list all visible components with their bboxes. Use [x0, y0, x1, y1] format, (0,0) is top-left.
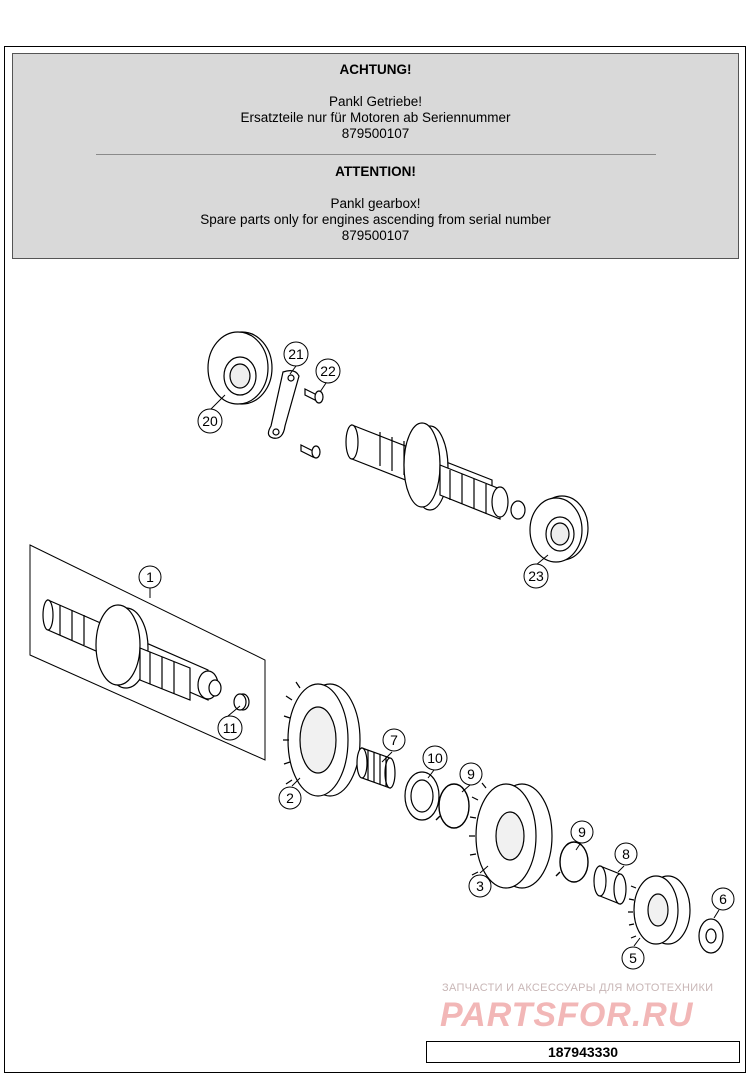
callout-9a: 9: [459, 762, 483, 786]
callout-21: 21: [283, 341, 309, 367]
notice-line-de-2: Ersatzteile nur für Motoren ab Seriennum…: [240, 110, 511, 125]
lock-plate-21-icon: [267, 370, 300, 439]
notice-title-en: ATTENTION!: [335, 164, 416, 179]
snap-ring-9a-icon: [435, 783, 470, 829]
watermark-brand-logo: PARTSFOR.RU: [440, 996, 694, 1034]
needle-cage-7-icon: [356, 747, 396, 789]
callout-22: 22: [315, 358, 341, 384]
stop-washer-10-icon: [404, 771, 440, 821]
callout-9b-label: 9: [578, 824, 586, 840]
callout-1-label: 1: [146, 569, 154, 585]
gear-5-icon: [628, 875, 691, 945]
main-shaft-1-icon: [42, 599, 222, 701]
callout-7: 7: [382, 728, 406, 752]
notice-line-en-1: Pankl gearbox!: [330, 196, 421, 211]
callout-6-label: 6: [719, 891, 727, 907]
callout-6: 6: [711, 887, 735, 911]
callout-2-label: 2: [286, 790, 294, 806]
callout-11-label: 11: [223, 720, 238, 736]
callout-10-label: 10: [427, 750, 443, 766]
washer-6-icon: [698, 918, 724, 954]
screw-22-icon: [300, 388, 324, 459]
callout-10: 10: [422, 745, 448, 771]
callout-7-label: 7: [390, 732, 398, 748]
callout-3-label: 3: [476, 878, 484, 894]
callout-5: 5: [621, 946, 645, 970]
drawing-frame: [4, 46, 746, 1073]
callout-1: 1: [138, 565, 162, 589]
warning-notice: ACHTUNG! Pankl Getriebe! Ersatzteile nur…: [12, 53, 739, 259]
callout-23: 23: [523, 563, 549, 589]
callout-20: 20: [197, 408, 223, 434]
callout-9a-label: 9: [467, 766, 475, 782]
notice-serial-de: 879500107: [341, 126, 410, 141]
notice-divider: [95, 154, 656, 155]
gear-2-icon: [283, 681, 361, 801]
callout-21-label: 21: [288, 346, 304, 362]
notice-serial-en: 879500107: [341, 228, 410, 243]
notice-line-en-2: Spare parts only for engines ascending f…: [200, 212, 551, 227]
snap-ring-9b-icon: [555, 841, 589, 883]
document-number: 187943330: [426, 1041, 740, 1063]
callout-9b: 9: [570, 820, 594, 844]
transmission-shaft-upper-icon: [345, 422, 526, 520]
bushing-8-icon: [593, 865, 627, 905]
callout-8: 8: [614, 842, 638, 866]
notice-line-de-1: Pankl Getriebe!: [328, 94, 423, 109]
callout-2: 2: [278, 786, 302, 810]
leader-lines: [149, 365, 720, 947]
callout-22-label: 22: [320, 363, 336, 379]
watermark-tagline: ЗАПЧАСТИ И АКСЕССУАРЫ ДЛЯ МОТОТЕХНИКИ: [442, 982, 714, 994]
notice-title-de: ACHTUNG!: [339, 62, 412, 77]
main-shaft-frame-icon: [29, 544, 266, 761]
bearing-23-icon: [529, 495, 589, 563]
callout-11: 11: [217, 715, 243, 741]
callout-3: 3: [468, 874, 492, 898]
callout-23-label: 23: [528, 568, 544, 584]
callout-5-label: 5: [629, 950, 637, 966]
needle-bearing-11-icon: [233, 693, 250, 711]
bearing-20-icon: [207, 331, 273, 405]
gear-3-icon: [469, 782, 553, 890]
callout-8-label: 8: [622, 846, 630, 862]
callout-20-label: 20: [202, 413, 218, 429]
